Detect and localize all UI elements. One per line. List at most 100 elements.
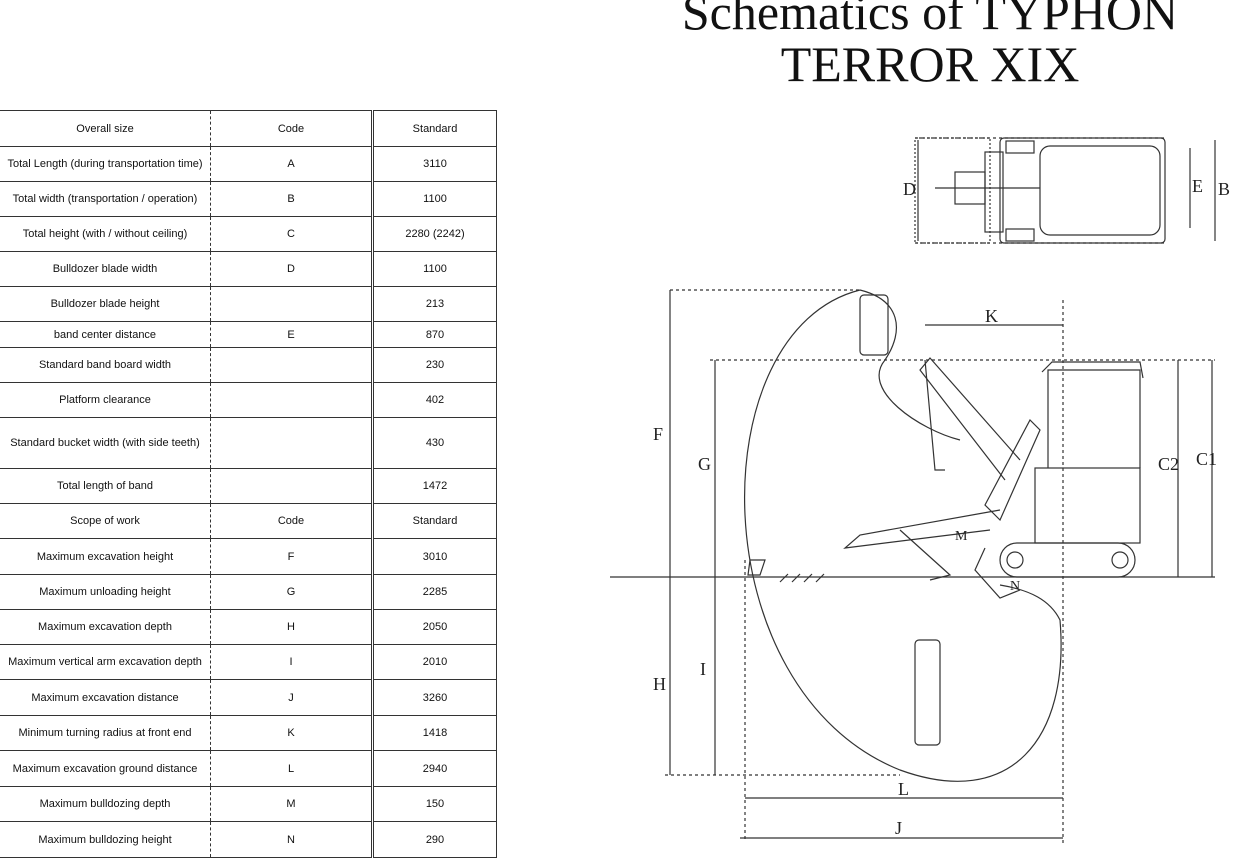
spec-standard-cell: Standard	[372, 110, 497, 147]
spec-code-cell	[210, 468, 374, 504]
spec-code-cell: B	[210, 181, 374, 217]
spec-standard-cell: 1100	[372, 181, 497, 217]
dim-label-n: N	[1010, 579, 1020, 594]
spec-code-cell	[210, 417, 374, 469]
spec-item-cell: band center distance	[0, 321, 211, 348]
spec-standard-cell: 1418	[372, 715, 497, 751]
table-row: Bulldozer blade height 213	[0, 286, 497, 322]
table-row: Standard band board width 230	[0, 347, 497, 383]
spec-item-cell: Standard band board width	[0, 347, 211, 383]
side-view	[610, 289, 1215, 845]
spec-item-cell: Total length of band	[0, 468, 211, 504]
spec-item-cell: Maximum bulldozing height	[0, 821, 211, 858]
spec-item-cell: Maximum excavation ground distance	[0, 750, 211, 787]
spec-item-cell: Maximum excavation depth	[0, 609, 211, 645]
table-row: Total width (transportation / operation)…	[0, 181, 497, 217]
spec-standard-cell: 2280 (2242)	[372, 216, 497, 252]
spec-code-cell: A	[210, 146, 374, 182]
spec-standard-cell: 2285	[372, 574, 497, 610]
spec-item-cell: Maximum excavation height	[0, 538, 211, 575]
spec-standard-cell: 402	[372, 382, 497, 418]
spec-item-cell: Bulldozer blade height	[0, 286, 211, 322]
page-title: Schematics of TYPHON TERROR XIX	[681, 0, 1179, 92]
top-view	[914, 137, 1216, 244]
excavator-schematic: D E B K F G H I C1 C2 L J M N	[610, 137, 1230, 845]
spec-standard-cell: 230	[372, 347, 497, 383]
spec-standard-cell: 3110	[372, 146, 497, 182]
spec-code-cell	[210, 286, 374, 322]
dim-label-k: K	[985, 306, 998, 326]
spec-code-cell: D	[210, 251, 374, 287]
dim-label-f: F	[653, 424, 663, 444]
table-row: Standard bucket width (with side teeth) 4…	[0, 417, 497, 469]
dim-label-i: I	[700, 659, 706, 679]
spec-code-cell: N	[210, 821, 374, 858]
spec-standard-cell: 3260	[372, 679, 497, 716]
spec-code-cell: I	[210, 644, 374, 680]
spec-code-cell: Code	[210, 110, 374, 147]
dim-label-j: J	[895, 818, 902, 838]
spec-standard-cell: 213	[372, 286, 497, 322]
spec-code-cell: Code	[210, 503, 374, 539]
dim-label-l: L	[898, 779, 909, 799]
dim-label-m: M	[955, 529, 968, 544]
spec-standard-cell: 290	[372, 821, 497, 858]
spec-code-cell: J	[210, 679, 374, 716]
spec-code-cell	[210, 347, 374, 383]
spec-code-cell: F	[210, 538, 374, 575]
spec-standard-cell: 150	[372, 786, 497, 822]
spec-code-cell: E	[210, 321, 374, 348]
spec-item-cell: Maximum excavation distance	[0, 679, 211, 716]
spec-code-cell	[210, 382, 374, 418]
dim-label-b: B	[1218, 179, 1230, 199]
spec-standard-cell: 1100	[372, 251, 497, 287]
dim-label-h: H	[653, 674, 666, 694]
spec-item-cell: Bulldozer blade width	[0, 251, 211, 287]
spec-item-cell: Maximum bulldozing depth	[0, 786, 211, 822]
spec-item-cell: Platform clearance	[0, 382, 211, 418]
spec-standard-cell: 430	[372, 417, 497, 469]
dim-label-c2: C2	[1158, 454, 1179, 474]
spec-item-cell: Overall size	[0, 110, 211, 147]
spec-code-cell: C	[210, 216, 374, 252]
spec-item-cell: Maximum unloading height	[0, 574, 211, 610]
spec-code-cell: H	[210, 609, 374, 645]
spec-item-cell: Minimum turning radius at front end	[0, 715, 211, 751]
spec-standard-cell: 2010	[372, 644, 497, 680]
spec-standard-cell: 2050	[372, 609, 497, 645]
spec-code-cell: L	[210, 750, 374, 787]
spec-code-cell: G	[210, 574, 374, 610]
table-row: Total length of band 1472	[0, 468, 497, 504]
dim-label-e: E	[1192, 176, 1203, 196]
spec-item-cell: Total width (transportation / operation)	[0, 181, 211, 217]
spec-standard-cell: 2940	[372, 750, 497, 787]
dim-label-d: D	[903, 179, 916, 199]
dim-label-g: G	[698, 454, 711, 474]
spec-item-cell: Total height (with / without ceiling)	[0, 216, 211, 252]
spec-item-cell: Scope of work	[0, 503, 211, 539]
spec-code-cell: K	[210, 715, 374, 751]
spec-standard-cell: 1472	[372, 468, 497, 504]
spec-item-cell: Total Length (during transportation time…	[0, 146, 211, 182]
spec-standard-cell: 3010	[372, 538, 497, 575]
spec-code-cell: M	[210, 786, 374, 822]
spec-standard-cell: 870	[372, 321, 497, 348]
table-row: Platform clearance 402	[0, 382, 497, 418]
table-row: Total Length (during transportation time…	[0, 146, 497, 182]
spec-item-cell: Standard bucket width (with side teeth)	[0, 417, 211, 469]
